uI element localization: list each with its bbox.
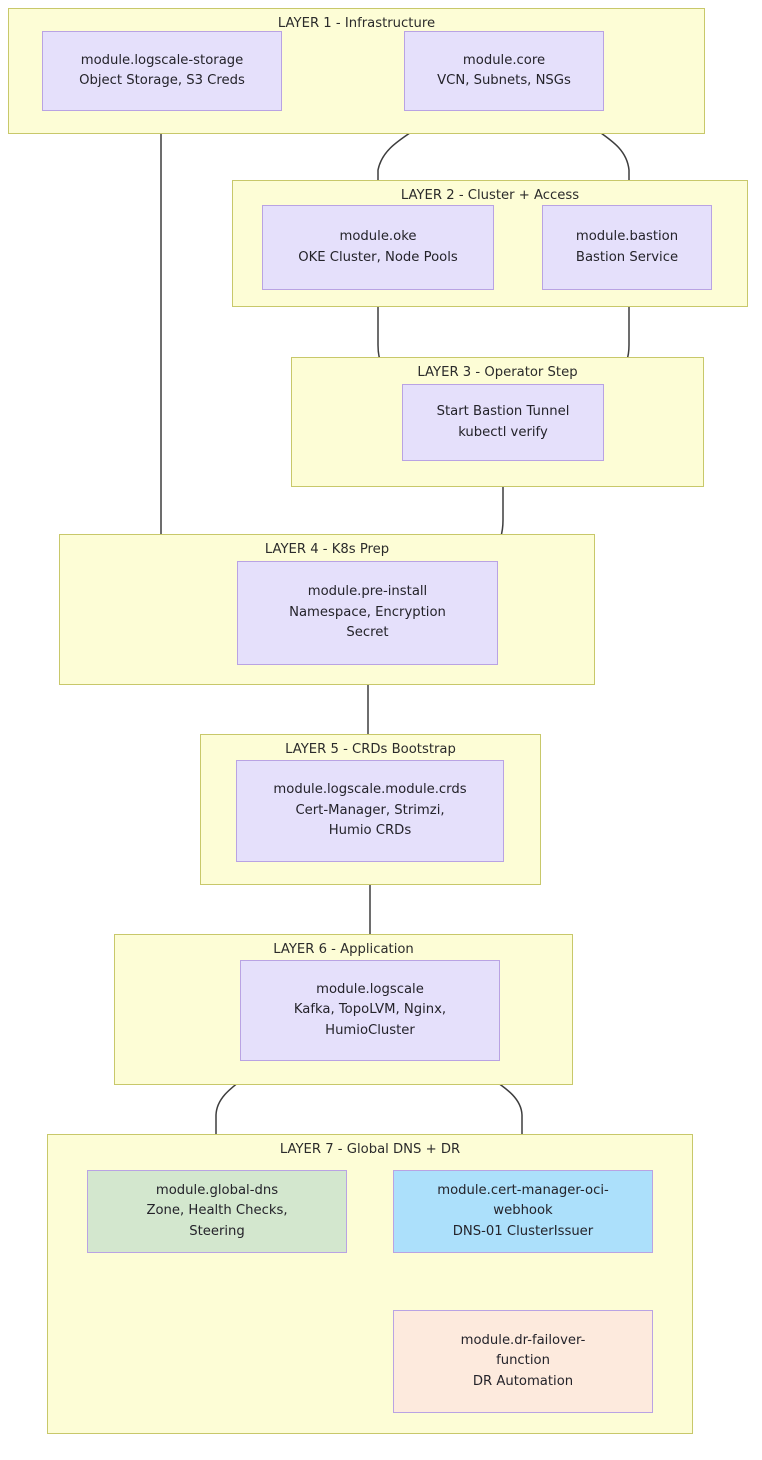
- node-line: module.pre-install: [307, 584, 428, 600]
- node-line: Object Storage, S3 Creds: [79, 73, 245, 88]
- node-line: Humio CRDs: [328, 823, 412, 839]
- node-line: module.logscale-storage: [80, 52, 244, 68]
- node-line: module.logscale: [316, 981, 424, 997]
- node-bastion[interactable]: module.bastion Bastion Service: [542, 205, 712, 290]
- node-pre-install[interactable]: module.pre-install Namespace, Encryption…: [237, 561, 498, 665]
- node-core[interactable]: module.core VCN, Subnets, NSGs: [404, 31, 604, 111]
- node-line: VCN, Subnets, NSGs: [437, 73, 571, 88]
- layer-title-5: LAYER 5 - CRDs Bootstrap: [285, 742, 456, 757]
- node-cert-manager-oci-webhook[interactable]: module.cert-manager-oci- webhook DNS-01 …: [393, 1170, 653, 1253]
- layer-title-4: LAYER 4 - K8s Prep: [264, 542, 390, 557]
- node-line: module.logscale.module.crds: [273, 782, 467, 798]
- node-line: webhook: [493, 1203, 553, 1219]
- node-logscale[interactable]: module.logscale Kafka, TopoLVM, Nginx, H…: [240, 960, 500, 1061]
- node-line: module.global-dns: [155, 1182, 279, 1198]
- node-line: module.cert-manager-oci-: [437, 1182, 609, 1198]
- node-line: kubectl verify: [458, 424, 548, 440]
- node-global-dns[interactable]: module.global-dns Zone, Health Checks, S…: [87, 1170, 347, 1253]
- node-line: Cert-Manager, Strimzi,: [295, 802, 445, 818]
- node-line: Zone, Health Checks,: [146, 1203, 288, 1219]
- node-line: OKE Cluster, Node Pools: [298, 249, 458, 265]
- layer-title-3: LAYER 3 - Operator Step: [417, 365, 578, 380]
- node-line: Namespace, Encryption: [289, 604, 446, 620]
- node-oke[interactable]: module.oke OKE Cluster, Node Pools: [262, 205, 494, 290]
- node-line: module.oke: [339, 229, 417, 245]
- node-line: module.dr-failover-: [460, 1332, 586, 1348]
- node-line: DR Automation: [472, 1373, 574, 1389]
- node-line: Secret: [346, 625, 389, 641]
- node-start-bastion-tunnel[interactable]: Start Bastion Tunnel kubectl verify: [402, 384, 604, 461]
- node-line: module.core: [462, 52, 546, 68]
- node-line: HumioCluster: [325, 1022, 415, 1038]
- node-line: module.bastion: [575, 229, 679, 245]
- node-dr-failover-function[interactable]: module.dr-failover- function DR Automati…: [393, 1310, 653, 1413]
- layer-title-2: LAYER 2 - Cluster + Access: [400, 188, 580, 203]
- layer-title-6: LAYER 6 - Application: [273, 942, 414, 957]
- node-line: Start Bastion Tunnel: [436, 404, 570, 420]
- node-line: DNS-01 ClusterIssuer: [452, 1223, 594, 1239]
- node-line: Steering: [189, 1223, 245, 1239]
- node-crds[interactable]: module.logscale.module.crds Cert-Manager…: [236, 760, 504, 862]
- node-line: Bastion Service: [575, 249, 679, 265]
- node-logscale-storage[interactable]: module.logscale-storage Object Storage, …: [42, 31, 282, 111]
- layer-title-1: LAYER 1 - Infrastructure: [277, 16, 436, 31]
- layer-title-7: LAYER 7 - Global DNS + DR: [279, 1142, 461, 1157]
- node-line: Kafka, TopoLVM, Nginx,: [293, 1002, 447, 1018]
- node-line: function: [496, 1353, 550, 1369]
- edge-logscale-storage-to-pre-install: [160, 111, 233, 590]
